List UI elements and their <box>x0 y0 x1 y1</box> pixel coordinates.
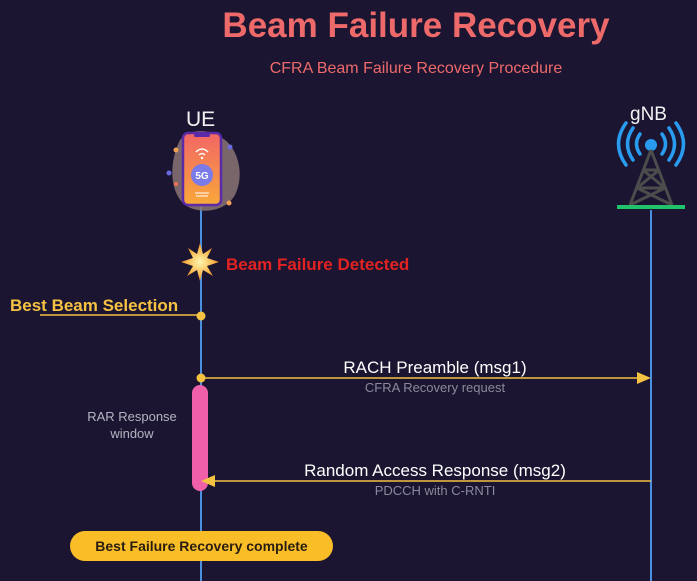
gnb-label: gNB <box>630 104 667 125</box>
rar-window-label: RAR Response window <box>72 408 192 442</box>
completion-badge: Best Failure Recovery complete <box>70 531 333 561</box>
best-beam-dot <box>196 311 206 321</box>
rar-window-bar <box>192 385 208 491</box>
best-beam-selection-label: Best Beam Selection <box>10 296 179 315</box>
ue-5g-badge: 5G <box>195 171 209 182</box>
diagram-subtitle: CFRA Beam Failure Recovery Procedure <box>269 60 563 77</box>
rar-window-label-line2: window <box>110 426 154 441</box>
completion-label: Best Failure Recovery complete <box>95 538 308 554</box>
msg1-sublabel: CFRA Recovery request <box>364 380 506 395</box>
msg2-sublabel: PDCCH with C-RNTI <box>374 483 496 498</box>
cell-tower-icon <box>616 121 686 209</box>
explosion-icon <box>181 243 219 281</box>
msg1-arrow <box>196 372 651 384</box>
tower-ground <box>617 205 685 209</box>
msg2-label: Random Access Response (msg2) <box>304 461 566 480</box>
beam-failure-label: Beam Failure Detected <box>226 255 410 274</box>
smartphone-5g-icon: 5G <box>166 131 240 211</box>
rar-window-label-line1: RAR Response <box>87 409 177 424</box>
msg1-label: RACH Preamble (msg1) <box>343 358 527 377</box>
ue-label: UE <box>186 108 216 131</box>
msg2-arrow <box>201 475 651 487</box>
diagram-title: Beam Failure Recovery <box>222 6 610 45</box>
